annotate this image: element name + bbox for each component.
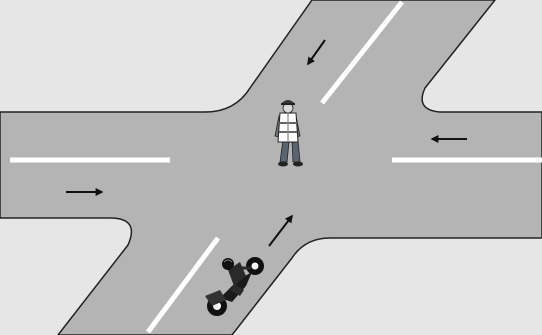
motorcycle-rider (205, 257, 264, 316)
lane-marking-north (320, 0, 404, 105)
arrow-southwest-bound (307, 39, 326, 66)
arrow-northeast-bound (268, 214, 293, 247)
lane-marking-south (145, 236, 221, 334)
traffic-officer (274, 100, 303, 167)
